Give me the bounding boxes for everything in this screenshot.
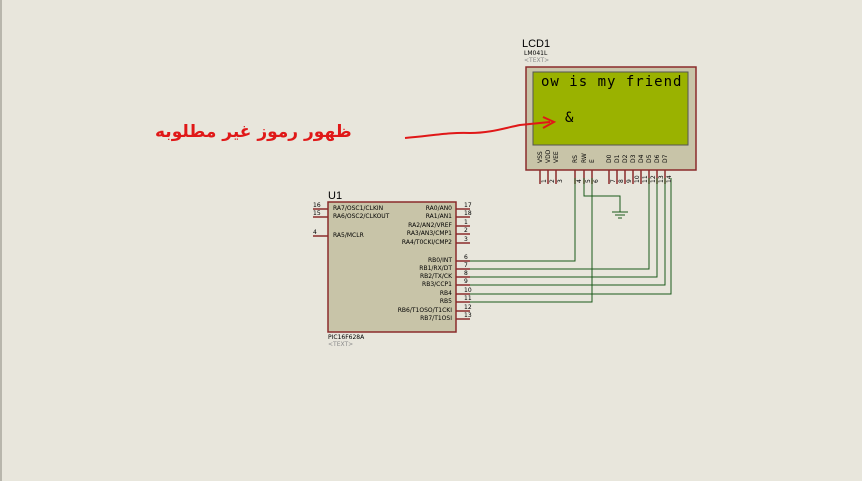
lcd-pin-name-d3: D3	[630, 154, 637, 163]
lcd-pin-name-d2: D2	[622, 154, 629, 163]
wire-rb3-d6	[470, 178, 666, 286]
lcd-pin-number: 10	[634, 175, 641, 183]
mcu-right-pin-name: RB2/TX/CK	[419, 273, 452, 280]
lcd-pin-name-vss: VSS	[537, 151, 544, 163]
wire-rb4-d7	[470, 178, 672, 295]
mcu-right-pin-name: RB1/RX/DT	[419, 265, 452, 272]
mcu-right-pin-name: RB0/INT	[427, 257, 452, 264]
mcu-right-pin-number: 6	[464, 254, 468, 261]
wire-rb0-rs	[470, 178, 576, 262]
mcu-right-pin-number: 3	[464, 236, 468, 243]
lcd-ref-label: LCD1	[522, 38, 551, 50]
lcd-pin-number: 12	[650, 175, 657, 183]
mcu-right-pin-number: 17	[464, 202, 472, 209]
mcu-right-pin-name: RA0/AN0	[425, 205, 452, 212]
lcd-pin-number: 14	[666, 175, 673, 183]
annotation-text: ظهور رموز غير مطلوبه	[155, 122, 352, 142]
mcu-right-pin-name: RA3/AN3/CMP1	[406, 230, 452, 237]
lcd-pin-number: 5	[585, 179, 592, 183]
mcu-right-pin-number: 7	[464, 262, 468, 269]
lcd-pin-number: 2	[549, 179, 556, 183]
red-arrow	[404, 116, 557, 139]
mcu-pin-stubs	[313, 208, 470, 320]
mcu-text-tag: <TEXT>	[328, 341, 354, 348]
mcu-right-pin-number: 10	[464, 287, 472, 294]
wire-rb5-e	[470, 178, 593, 303]
lcd-line-1: ow is my friend	[541, 74, 683, 90]
mcu-right-pin-name: RB5	[439, 298, 452, 305]
lcd-pin-name-d0: D0	[606, 154, 613, 163]
ground-symbol	[612, 211, 628, 219]
lcd-pin-name-vdd: VDD	[545, 149, 552, 163]
lcd-module[interactable]	[525, 66, 697, 171]
mcu-right-pin-number: 11	[464, 295, 472, 302]
mcu-ref-label: U1	[328, 190, 343, 202]
mcu-right-pin-name: RB4	[439, 290, 452, 297]
lcd-pin-number: 6	[593, 179, 600, 183]
lcd-pin-number: 3	[557, 179, 564, 183]
lcd-pin-name-d5: D5	[646, 154, 653, 163]
mcu-right-pin-number: 12	[464, 304, 472, 311]
lcd-pin-number: 8	[618, 179, 625, 183]
lcd-pin-name-d6: D6	[654, 154, 661, 163]
lcd-pin-name-d4: D4	[638, 154, 645, 163]
wire-rb1-d4	[470, 178, 650, 270]
mcu-right-pin-number: 13	[464, 312, 472, 319]
wire-rb2-d5	[470, 178, 658, 278]
mcu-right-pin-number: 9	[464, 278, 468, 285]
wire-rw-gnd	[583, 178, 621, 212]
lcd-pin-number: 11	[642, 175, 649, 183]
mcu-right-pin-name: RB7/T1OSI	[420, 315, 452, 322]
lcd-line-2: &	[565, 110, 575, 126]
mcu-left-pin-number: 16	[313, 202, 321, 209]
mcu-right-pin-number: 1	[464, 219, 468, 226]
mcu-right-pin-number: 2	[464, 227, 468, 234]
mcu-right-pin-number: 18	[464, 210, 472, 217]
lcd-pin-name-e: E	[589, 159, 596, 163]
lcd-pin-name-d7: D7	[662, 154, 669, 163]
lcd-screen	[532, 71, 689, 146]
lcd-pin-number: 4	[576, 179, 583, 183]
lcd-part-label: LM041L	[524, 50, 548, 57]
mcu-body[interactable]	[327, 201, 457, 333]
lcd-pin-number: 9	[626, 179, 633, 183]
mcu-right-pin-name: RB3/CCP1	[422, 281, 452, 288]
mcu-left-pin-name: RA6/OSC2/CLKOUT	[333, 213, 390, 220]
lcd-pin-number: 7	[610, 179, 617, 183]
mcu-left-pin-number: 4	[313, 229, 317, 236]
lcd-pin-name-d1: D1	[614, 154, 621, 163]
canvas-left-edge	[0, 0, 2, 481]
mcu-right-pin-name: RA1/AN1	[425, 213, 452, 220]
lcd-pin-number: 13	[658, 175, 665, 183]
mcu-right-pin-number: 8	[464, 270, 468, 277]
mcu-right-pin-name: RA2/AN2/VREF	[408, 222, 452, 229]
mcu-left-pin-number: 15	[313, 210, 321, 217]
lcd-pin-name-rw: RW	[581, 153, 588, 163]
lcd-pin-number: 1	[541, 179, 548, 183]
lcd-text-tag: <TEXT>	[524, 57, 550, 64]
wires	[470, 178, 672, 303]
lcd-pin-name-rs: RS	[572, 155, 579, 163]
mcu-left-pin-name: RA5/MCLR	[333, 232, 364, 239]
mcu-part-label: PIC16F628A	[328, 334, 365, 341]
mcu-right-pin-name: RA4/T0CKI/CMP2	[401, 239, 452, 246]
mcu-right-pin-name: RB6/T1OSO/T1CKI	[397, 307, 452, 314]
lcd-pin-name-vee: VEE	[553, 151, 560, 163]
mcu-left-pin-name: RA7/OSC1/CLKIN	[333, 205, 384, 212]
